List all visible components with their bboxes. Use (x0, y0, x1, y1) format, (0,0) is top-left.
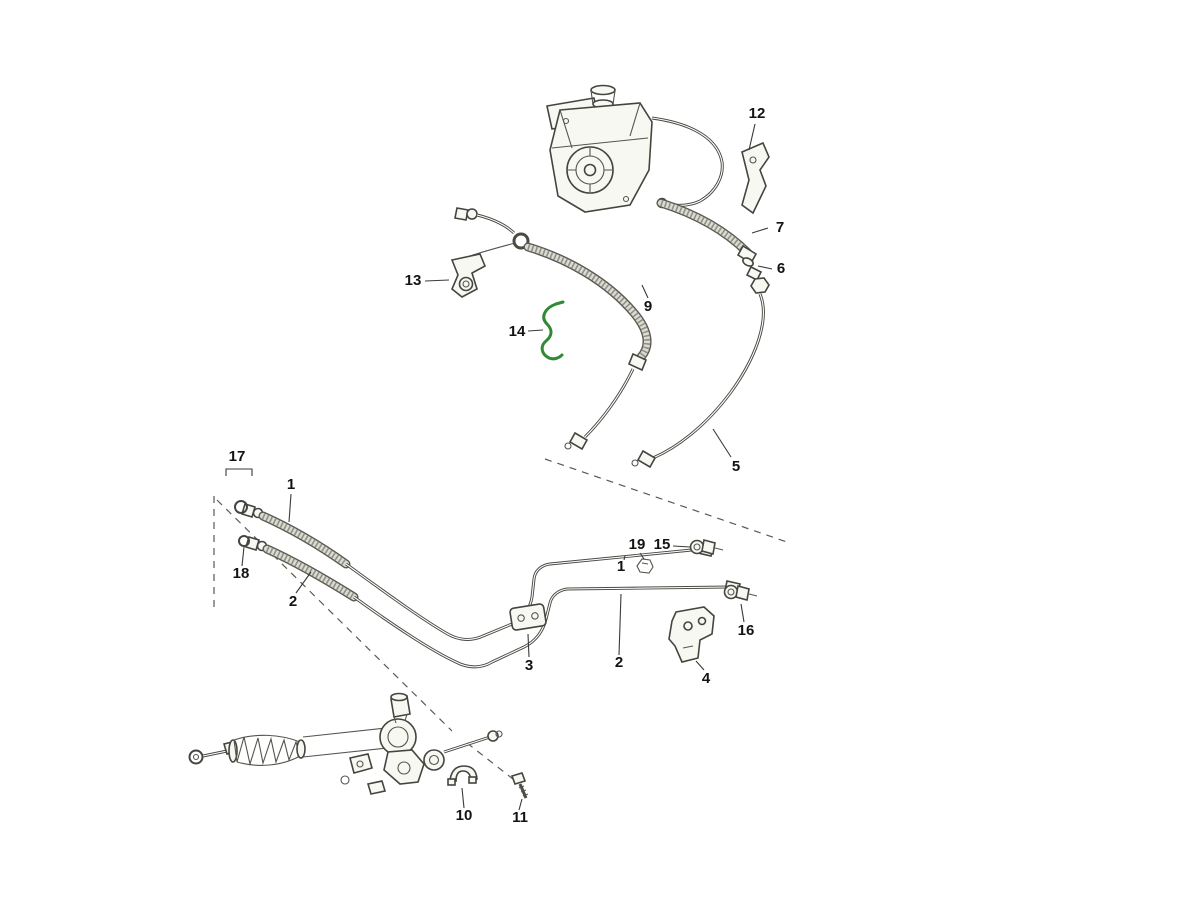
callout-label-17[interactable]: 17 (229, 448, 246, 465)
callout-13[interactable]: 13 (405, 272, 450, 289)
callout-label-4[interactable]: 4 (702, 670, 711, 687)
callout-2-center[interactable]: 2 (615, 593, 623, 671)
callout-4[interactable]: 4 (695, 660, 711, 687)
callout-1-center[interactable]: 1 (617, 555, 626, 575)
callout-2-left[interactable]: 2 (289, 571, 312, 610)
callout-3[interactable]: 3 (525, 633, 533, 674)
clamp-6-part (742, 257, 763, 282)
callout-17[interactable]: 17 (225, 448, 253, 476)
callout-label-5[interactable]: 5 (732, 458, 740, 475)
callout-label-12[interactable]: 12 (749, 105, 766, 122)
callout-10[interactable]: 10 (456, 787, 473, 824)
callout-label-1-left[interactable]: 1 (287, 476, 295, 493)
coupler-15-part (689, 538, 724, 556)
bracket-12-part (741, 141, 770, 215)
callout-16[interactable]: 16 (738, 603, 755, 639)
callout-14[interactable]: 14 (509, 323, 544, 340)
callout-label-14[interactable]: 14 (509, 323, 526, 340)
callout-9[interactable]: 9 (641, 284, 652, 315)
bracket-13-part (450, 253, 487, 298)
callout-label-16[interactable]: 16 (738, 622, 755, 639)
bolt-11-part (510, 772, 529, 799)
callout-label-3[interactable]: 3 (525, 657, 533, 674)
clip-14-part-highlighted[interactable] (540, 300, 565, 361)
coupler-16-part (723, 584, 758, 602)
clamp-3-part (509, 603, 547, 631)
rack-mount-bushing (423, 749, 445, 771)
seal-17-part (234, 500, 248, 514)
callout-15[interactable]: 15 (654, 536, 691, 553)
callout-label-9[interactable]: 9 (644, 298, 652, 315)
callout-19[interactable]: 19 (629, 536, 646, 560)
pipe-5-part (631, 277, 770, 469)
callout-5[interactable]: 5 (712, 428, 740, 475)
rack-boot-bellows (233, 736, 301, 767)
callout-label-18[interactable]: 18 (233, 565, 250, 582)
hose-7-part (656, 197, 758, 265)
callout-7[interactable]: 7 (751, 219, 784, 236)
clip-19-part (636, 558, 654, 574)
seal-18-part (238, 535, 250, 547)
steering-rack-assembly (188, 692, 503, 795)
callout-18[interactable]: 18 (233, 546, 250, 582)
callout-label-1-center[interactable]: 1 (617, 558, 625, 575)
callout-label-2-left[interactable]: 2 (289, 593, 297, 610)
callout-label-11[interactable]: 11 (512, 809, 528, 826)
callout-label-19[interactable]: 19 (629, 536, 646, 553)
hose-9-part (454, 207, 652, 451)
callout-label-10[interactable]: 10 (456, 807, 473, 824)
power-steering-pump-illustration (546, 84, 724, 213)
callout-6[interactable]: 6 (757, 260, 785, 277)
callout-1-left[interactable]: 1 (287, 476, 295, 523)
clamp-10-part (447, 765, 478, 786)
callout-label-13[interactable]: 13 (405, 272, 422, 289)
callout-label-2-center[interactable]: 2 (615, 654, 623, 671)
callout-label-6[interactable]: 6 (777, 260, 785, 277)
tie-rod-end-left (188, 749, 204, 765)
callout-label-7[interactable]: 7 (776, 219, 784, 236)
callouts-layer: 12 7 6 13 9 14 5 17 (225, 105, 785, 826)
callout-11[interactable]: 11 (512, 798, 528, 826)
callout-12[interactable]: 12 (748, 105, 766, 151)
callout-label-15[interactable]: 15 (654, 536, 671, 553)
bracket-4-part (668, 606, 715, 663)
reservoir-cap (590, 84, 616, 96)
